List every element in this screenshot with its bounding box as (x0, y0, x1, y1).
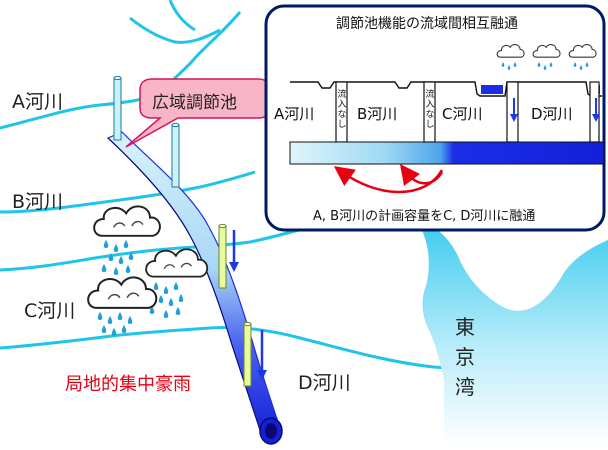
tokyo-bay (418, 222, 608, 446)
river-label-b: B河川 (12, 191, 64, 213)
inflow-arrow-c (229, 230, 239, 272)
rain-label: 局地的集中豪雨 (65, 374, 191, 395)
river-label-d: D河川 (298, 372, 351, 394)
inset-tunnel (289, 141, 605, 165)
river-label-c: C河川 (24, 300, 76, 322)
bay-char-1: 東 (455, 315, 475, 339)
shaft-b (171, 122, 180, 188)
bay-char-3: 湾 (455, 375, 475, 399)
shaft-d (243, 321, 252, 387)
inset-caption: A, B河川の計画容量をC, D河川に融通 (313, 209, 536, 224)
inset-river-b: B河川 (357, 105, 398, 123)
river-b (0, 170, 256, 214)
inset-river-d: D河川 (531, 105, 573, 123)
inset-river-c: C河川 (442, 105, 483, 123)
inset-river-a: A河川 (274, 105, 315, 123)
shaft-a (113, 75, 122, 141)
rain-cloud-3 (87, 276, 158, 336)
bay-char-2: 京 (455, 345, 475, 369)
no-inflow-label-a: 流入なし (337, 90, 347, 130)
inflow-arrow-d (257, 330, 267, 380)
transfer-arrows (333, 164, 444, 194)
inset-title: 調節池機能の流域間相互融通 (336, 16, 518, 32)
rain-cloud-2 (145, 248, 209, 318)
river-label-a: A河川 (12, 91, 63, 113)
inset-ground-profile (290, 81, 602, 97)
shaft-c (218, 223, 227, 289)
bay-label: 東 京 湾 (455, 312, 475, 402)
callout-label: 広域調節池 (152, 93, 237, 113)
no-inflow-label-b: 流入なし (425, 90, 435, 130)
